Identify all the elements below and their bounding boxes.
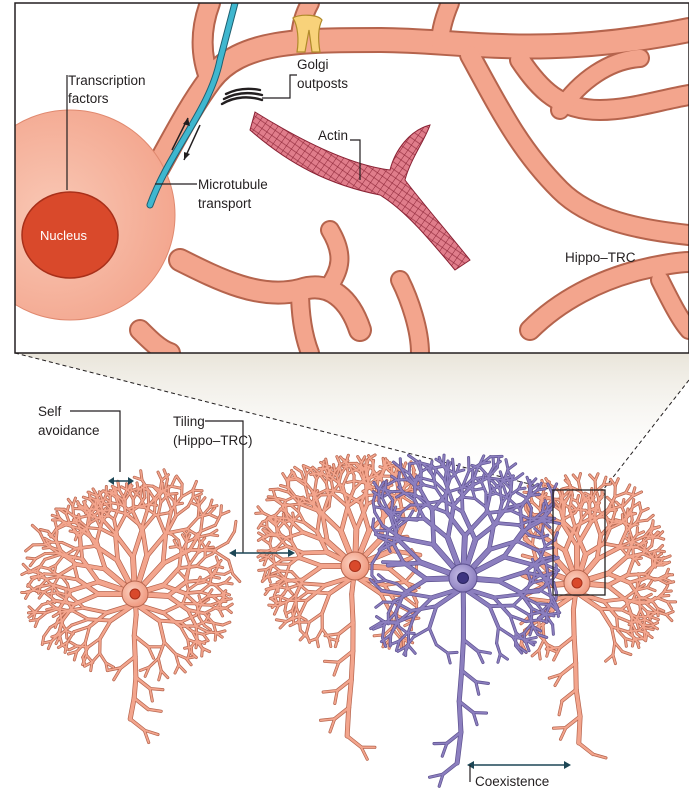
label-transcription-factors-line1: Transcription bbox=[68, 73, 146, 88]
label-nucleus: Nucleus bbox=[40, 228, 87, 243]
label-coexistence: Coexistence bbox=[475, 774, 549, 789]
label-self-line1: Self bbox=[38, 404, 62, 419]
neuron-2 bbox=[341, 552, 369, 580]
coexistence-arrow bbox=[467, 761, 571, 769]
label-tiling-line2: (Hippo–TRC) bbox=[173, 433, 253, 448]
label-transcription-factors-line2: factors bbox=[68, 91, 109, 106]
label-golgi-line2: outposts bbox=[297, 76, 348, 91]
inset-panel: Transcription factors Nucleus Golgi outp… bbox=[0, 3, 689, 353]
label-microtubule-line2: transport bbox=[198, 196, 252, 211]
self-avoidance-leader bbox=[70, 411, 120, 472]
label-self-line2: avoidance bbox=[38, 423, 100, 438]
label-actin: Actin bbox=[318, 128, 348, 143]
label-golgi-line1: Golgi bbox=[297, 57, 329, 72]
neuron-1 bbox=[122, 581, 148, 607]
neuron-4 bbox=[564, 570, 590, 596]
label-tiling-line1: Tiling bbox=[173, 414, 205, 429]
label-microtubule-line1: Microtubule bbox=[198, 177, 268, 192]
label-hippo-trc: Hippo–TRC bbox=[565, 250, 636, 265]
neuron-3-purple bbox=[449, 564, 477, 592]
dendritic-arbor bbox=[256, 455, 420, 759]
dendritic-arbor bbox=[370, 455, 559, 786]
dendritic-arbors bbox=[22, 455, 676, 786]
